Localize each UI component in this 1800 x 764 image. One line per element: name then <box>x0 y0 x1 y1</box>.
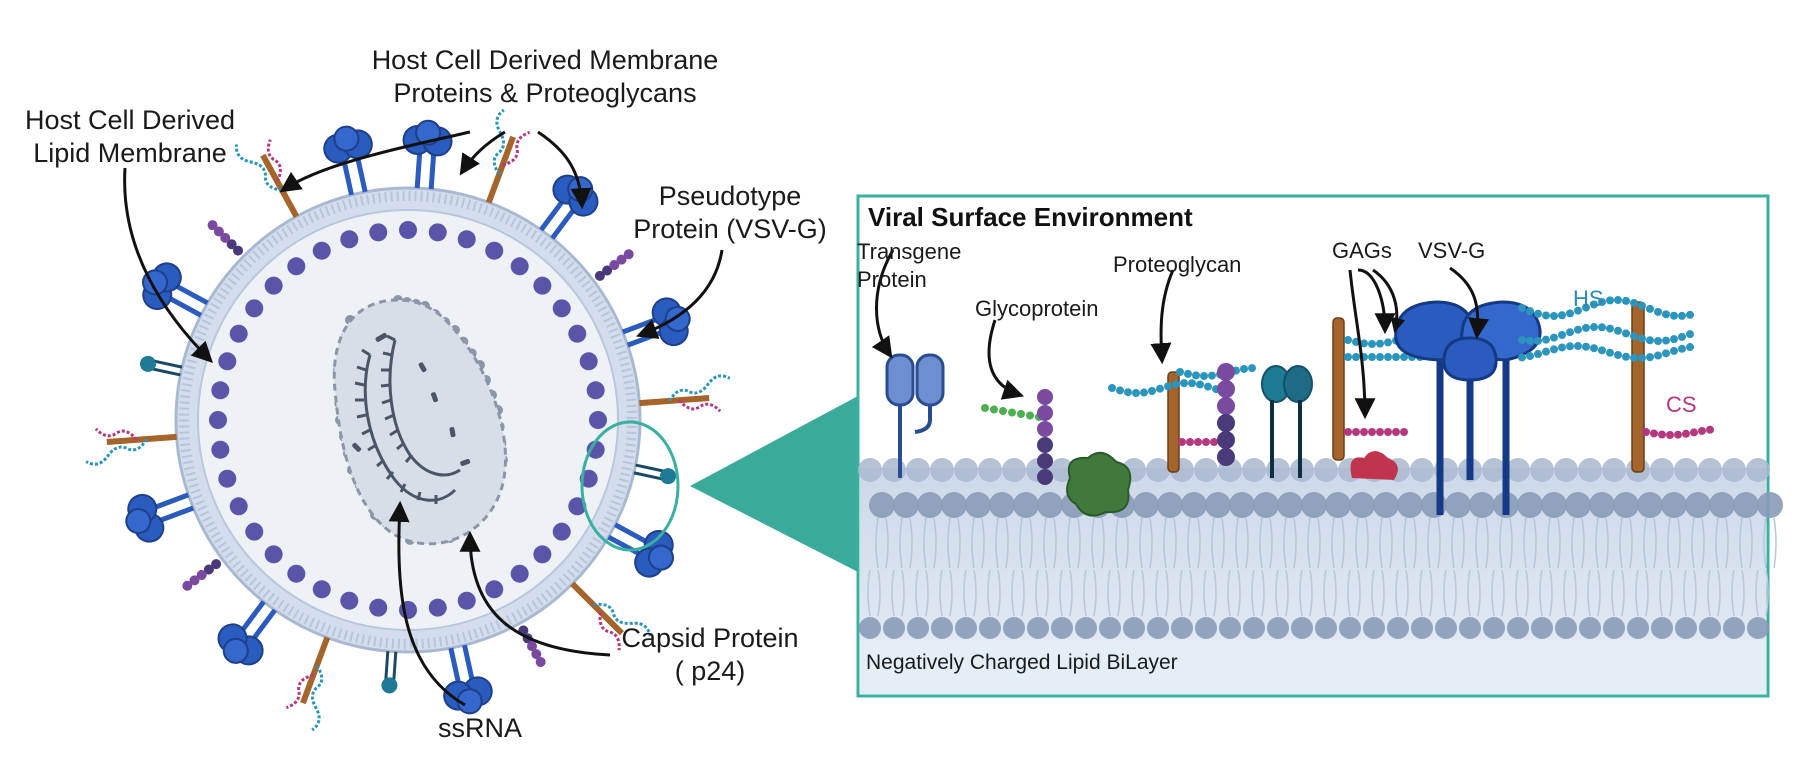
capsid-subunit <box>218 352 237 371</box>
lipid-membrane-texture <box>179 191 637 649</box>
capsid-subunit <box>312 580 331 599</box>
inset-proteins <box>885 296 1714 517</box>
label-host-lipid-membrane: Host Cell Derived Lipid Membrane <box>24 105 236 168</box>
vsvg-trimer <box>1394 300 1542 515</box>
capsid-subunit <box>245 299 264 318</box>
capsid-subunit <box>287 257 306 276</box>
glycoprotein <box>981 389 1053 485</box>
surface-pg <box>285 636 331 732</box>
capsid-subunit <box>457 230 476 249</box>
surface-vsvg <box>217 600 277 666</box>
surface-pg <box>85 427 177 466</box>
surface-glyco <box>594 249 634 281</box>
transgene-protein <box>885 353 945 478</box>
transmembrane-protein <box>1066 451 1132 517</box>
capsid-subunit <box>245 522 264 541</box>
label-gags: GAGs <box>1332 238 1392 263</box>
label-ssrna: ssRNA <box>437 713 522 743</box>
label-glycoprotein: Glycoprotein <box>975 296 1099 321</box>
capsid-subunit <box>533 545 552 564</box>
capsid-subunit <box>340 230 359 249</box>
capsid-subunit <box>586 381 605 400</box>
teal-membrane-protein <box>1261 365 1313 478</box>
surface-vsvg <box>443 644 493 715</box>
surface-pg <box>570 581 652 651</box>
capsid-subunit <box>264 276 283 295</box>
capsid-core <box>332 298 508 546</box>
capsid-subunit <box>287 564 306 583</box>
hs-cs-proteoglycan <box>1518 296 1714 473</box>
label-vsvg: VSV-G <box>1418 238 1486 263</box>
capsid-subunit <box>428 598 447 617</box>
surface-vsvg <box>607 522 674 578</box>
bilayer-label-band <box>860 640 1766 694</box>
capsid-subunit <box>485 241 504 260</box>
capsid-subunit <box>510 564 529 583</box>
label-hs: HS <box>1573 286 1604 311</box>
proteoglycan <box>1108 363 1256 473</box>
surface-teal <box>139 355 183 377</box>
callout-arrows <box>123 130 1490 707</box>
capsid-subunit <box>586 440 605 459</box>
surface-vsvg <box>402 119 453 190</box>
capsid-subunit <box>457 591 476 610</box>
capsid-subunit <box>568 324 587 343</box>
surface-vsvg <box>125 492 195 543</box>
surface-pg <box>485 108 531 204</box>
capsid-subunit <box>211 440 230 459</box>
label-capsid-protein: Capsid Protein ( p24) <box>621 623 799 686</box>
capsid-subunit <box>229 324 248 343</box>
capsid-subunit <box>552 522 571 541</box>
label-proteoglycan: Proteoglycan <box>1113 252 1242 277</box>
capsid-subunit <box>229 497 248 516</box>
surface-glyco <box>518 625 546 668</box>
label-cs: CS <box>1666 392 1697 417</box>
capsid-subunit <box>589 411 607 429</box>
lipid-tails <box>867 517 1777 617</box>
capsid-subunit <box>369 223 388 242</box>
surface-glyco <box>207 220 244 256</box>
virion <box>85 108 731 732</box>
surface-teal <box>633 463 677 485</box>
red-protein <box>1350 451 1398 480</box>
capsid-subunit <box>568 497 587 516</box>
label-host-membrane-proteins: Host Cell Derived Membrane Proteins & Pr… <box>371 45 719 108</box>
capsid-subunit <box>209 411 227 429</box>
surface-glyco <box>182 559 222 591</box>
capsid-subunit <box>218 469 237 488</box>
surface-teal <box>381 651 398 694</box>
surface-pg <box>639 374 731 413</box>
capsid-subunit <box>510 257 529 276</box>
inset-title: Viral Surface Environment <box>868 202 1193 232</box>
surface-pg <box>234 139 300 218</box>
rna-fragments <box>352 333 471 466</box>
zoom-highlight-ring <box>580 420 680 552</box>
zoom-wedge <box>690 396 858 572</box>
label-pseudotype-protein: Pseudotype Protein (VSV-G) <box>633 181 827 244</box>
capsid-subunit <box>312 241 331 260</box>
capsid-subunit <box>340 591 359 610</box>
capsid-subunit <box>533 276 552 295</box>
capsid-subunit <box>428 223 447 242</box>
capsid-subunit <box>485 580 504 599</box>
capsid-subunit <box>399 221 417 239</box>
capsid-subunit <box>579 352 598 371</box>
capsid-subunit <box>264 545 283 564</box>
rna-strands <box>354 334 461 504</box>
capsid-subunit <box>211 381 230 400</box>
capsid-subunit <box>369 598 388 617</box>
capsid-subunit <box>552 299 571 318</box>
label-transgene-protein: Transgene Protein <box>857 239 962 292</box>
inset-panel <box>856 194 1783 698</box>
surface-vsvg <box>323 125 373 196</box>
label-bilayer: Negatively Charged Lipid BiLayer <box>866 651 1178 674</box>
